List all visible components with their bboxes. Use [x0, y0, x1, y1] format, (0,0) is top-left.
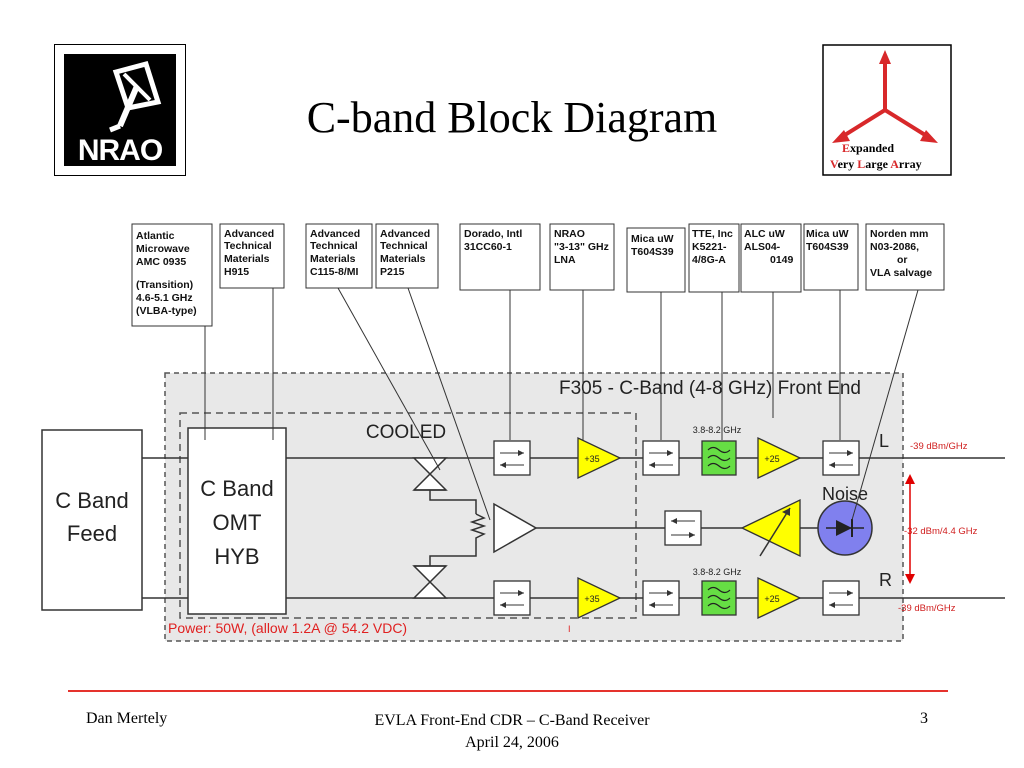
pol-r: R: [879, 570, 892, 590]
lna-cold-bottom: [577, 576, 622, 620]
svg-text:Advanced: Advanced: [310, 228, 360, 240]
footer-author: Dan Mertely: [86, 710, 168, 727]
svg-text:(VLBA-type): (VLBA-type): [136, 305, 197, 317]
pol-l: L: [879, 431, 889, 451]
level-mid: -32 dBm/4.4 GHz: [904, 526, 978, 537]
svg-text:Advanced: Advanced: [380, 228, 430, 240]
component-label-5: Dorado, Intl 31CC60-1: [459, 223, 541, 291]
noise-label: Noise: [822, 484, 868, 504]
svg-text:Technical: Technical: [310, 240, 358, 252]
omt-box: [187, 427, 287, 615]
feed-label-1: C Band: [55, 488, 128, 513]
svg-text:"3-13" GHz: "3-13" GHz: [554, 241, 609, 253]
isolator-out-top: [822, 440, 860, 476]
svg-text:Dorado, Intl: Dorado, Intl: [464, 228, 522, 240]
cooled-label: COOLED: [366, 422, 446, 443]
cal-splitter: [493, 502, 538, 554]
filter-label-top: 3.8-8.2 GHz: [693, 425, 742, 435]
lna-cold-top: [577, 436, 622, 480]
front-end-title: F305 - C-Band (4-8 GHz) Front End: [559, 378, 861, 399]
isolator-noise: [664, 510, 702, 546]
isolator-out-bottom: [822, 580, 860, 616]
svg-text:Norden mm: Norden mm: [870, 228, 928, 240]
level-top: -39 dBm/GHz: [910, 441, 968, 452]
svg-text:+25: +25: [764, 454, 779, 464]
power-note: Power: 50W, (allow 1.2A @ 54.2 VDC): [168, 620, 407, 636]
amp-warm-bottom: [757, 576, 802, 620]
filter-label-bottom: 3.8-8.2 GHz: [693, 567, 742, 577]
svg-text:+35: +35: [584, 454, 599, 464]
footer-event: EVLA Front-End CDR – C-Band Receiver: [374, 712, 650, 729]
page-title: C-band Block Diagram: [306, 93, 718, 142]
svg-text:VLA salvage: VLA salvage: [870, 267, 932, 279]
component-label-6: NRAO "3-13" GHz LNA: [549, 223, 615, 291]
svg-text:LNA: LNA: [554, 254, 576, 266]
component-label-7: Mica uW T604S39: [626, 227, 686, 293]
svg-text:I: I: [568, 624, 571, 634]
component-label-9: ALC uW ALS04- 0149: [740, 223, 802, 293]
svg-text:+35: +35: [584, 594, 599, 604]
svg-text:4.6-5.1 GHz: 4.6-5.1 GHz: [136, 292, 193, 304]
svg-text:N03-2086,: N03-2086,: [870, 241, 919, 253]
svg-text:K5221-: K5221-: [692, 241, 727, 253]
omt-label-2: OMT: [213, 510, 262, 535]
omt-label-1: C Band: [200, 476, 273, 501]
svg-text:or: or: [897, 254, 908, 266]
component-label-2: Advanced Technical Materials H915: [219, 223, 285, 289]
svg-text:P215: P215: [380, 266, 405, 278]
svg-text:Materials: Materials: [224, 253, 270, 265]
svg-text:ALS04-: ALS04-: [744, 241, 781, 253]
svg-text:H915: H915: [224, 266, 249, 278]
feed-box: [41, 429, 143, 611]
svg-text:TTE, Inc: TTE, Inc: [692, 228, 733, 240]
component-label-11: Norden mm N03-2086, or VLA salvage: [865, 223, 945, 291]
isolator-cold-top: [493, 440, 531, 476]
svg-text:T604S39: T604S39: [631, 246, 674, 258]
feed-label-2: Feed: [67, 521, 117, 546]
svg-text:Materials: Materials: [310, 253, 356, 265]
svg-text:Mica uW: Mica uW: [806, 228, 849, 240]
footer-divider: [68, 690, 948, 692]
bandpass-filter-bottom: [701, 580, 737, 616]
footer-page-number: 3: [920, 710, 928, 727]
svg-text:0149: 0149: [770, 254, 794, 266]
svg-text:(Transition): (Transition): [136, 279, 193, 291]
isolator-warm-bottom: [642, 580, 680, 616]
component-label-3: Advanced Technical Materials C115-8/MI: [305, 223, 373, 289]
level-bottom: -39 dBm/GHz: [898, 603, 956, 614]
component-label-8: TTE, Inc K5221- 4/8G-A: [688, 223, 740, 293]
svg-text:C115-8/MI: C115-8/MI: [310, 266, 359, 278]
component-label-4: Advanced Technical Materials P215: [375, 223, 439, 289]
svg-text:31CC60-1: 31CC60-1: [464, 241, 512, 253]
svg-text:Materials: Materials: [380, 253, 426, 265]
svg-text:Very Large Array: Very Large Array: [830, 157, 922, 171]
svg-text:NRAO: NRAO: [78, 134, 163, 167]
footer-date: April 24, 2006: [465, 734, 559, 751]
footer-center: EVLA Front-End CDR – C-Band Receiver Apr…: [0, 710, 1024, 754]
svg-text:Advanced: Advanced: [224, 228, 274, 240]
svg-text:4/8G-A: 4/8G-A: [692, 254, 726, 266]
svg-text:Mica uW: Mica uW: [631, 233, 674, 245]
svg-text:Technical: Technical: [380, 240, 428, 252]
nrao-logo: NRAO: [53, 43, 187, 177]
isolator-warm-top: [642, 440, 680, 476]
svg-text:Microwave: Microwave: [136, 243, 190, 255]
svg-text:AMC 0935: AMC 0935: [136, 256, 186, 268]
component-label-10: Mica uW T604S39: [803, 223, 859, 291]
svg-text:+25: +25: [764, 594, 779, 604]
svg-text:T604S39: T604S39: [806, 241, 849, 253]
svg-text:NRAO: NRAO: [554, 228, 585, 240]
isolator-cold-bottom: [493, 580, 531, 616]
svg-text:ALC uW: ALC uW: [744, 228, 785, 240]
svg-text:Atlantic: Atlantic: [136, 230, 175, 242]
omt-label-3: HYB: [214, 544, 259, 569]
svg-text:Technical: Technical: [224, 240, 272, 252]
svg-text:Expanded: Expanded: [842, 141, 894, 155]
evla-logo: Expanded Very Large Array: [822, 44, 952, 176]
component-label-1: Atlantic Microwave AMC 0935 (Transition)…: [131, 223, 213, 327]
bandpass-filter-top: [701, 440, 737, 476]
amp-warm-top: [757, 436, 802, 480]
